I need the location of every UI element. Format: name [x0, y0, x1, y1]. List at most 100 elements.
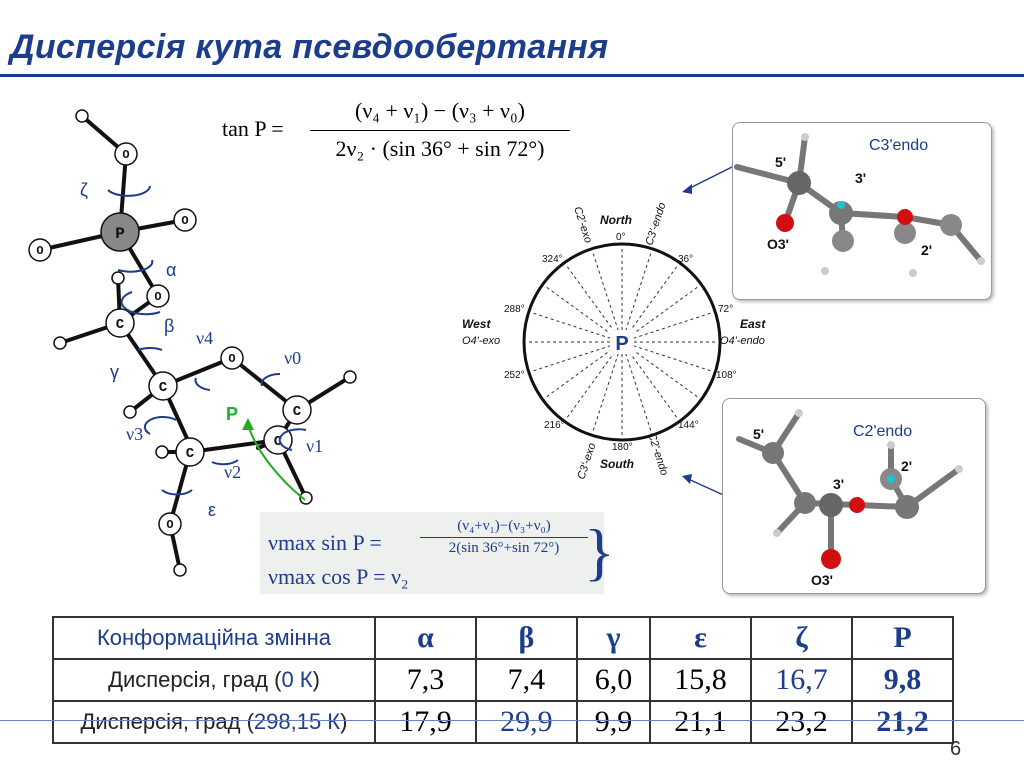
svg-text:3': 3' [833, 476, 844, 492]
wheel-spoke [621, 264, 679, 343]
svg-text:ζ: ζ [80, 180, 88, 200]
wheel-spoke [591, 341, 623, 434]
dispersion-table: Конформаційна змінна α β γ ε ζ P Дисперс… [52, 616, 955, 744]
formula-sin-line: νmax sin P = [268, 530, 382, 555]
cell-value: 21,1 [649, 700, 753, 744]
column-epsilon: ε [649, 616, 753, 660]
cell-value: 23,2 [750, 700, 853, 744]
svg-text:C: C [274, 434, 283, 450]
wheel-spoke [621, 341, 700, 399]
svg-text:ν2: ν2 [224, 462, 241, 482]
svg-text:252°: 252° [504, 370, 525, 381]
svg-text:144°: 144° [678, 420, 699, 431]
row-label-0k: Дисперсія, град (0 К) [52, 658, 376, 702]
wheel-spoke [565, 341, 623, 420]
row-label-298k: Дисперсія, град (298,15 К) [52, 700, 376, 744]
table-header-row: Конформаційна змінна α β γ ε ζ P [52, 616, 955, 660]
svg-text:ν3: ν3 [126, 424, 143, 444]
svg-text:α: α [166, 260, 176, 280]
column-p: P [850, 616, 955, 660]
svg-text:108°: 108° [716, 370, 737, 381]
formula-cos-line: νmax cos P = ν₂ [268, 564, 409, 589]
svg-text:0°: 0° [616, 232, 626, 243]
svg-text:C3'-exo: C3'-exo [575, 441, 598, 480]
cell-value: 17,9 [374, 700, 477, 744]
svg-text:180°: 180° [612, 442, 633, 453]
column-alpha: α [374, 616, 477, 660]
svg-text:C2'-endo: C2'-endo [645, 431, 670, 477]
formula-brace: } [584, 516, 615, 587]
svg-text:36°: 36° [678, 254, 693, 265]
table-row: Дисперсія, град (0 К) 7,3 7,4 6,0 15,8 1… [52, 658, 955, 702]
fraction-denominator: 2(sin 36°+sin 72°) [448, 540, 560, 556]
wheel-spoke [621, 311, 714, 343]
cell-value: 29,9 [474, 700, 578, 744]
wheel-spoke [544, 341, 623, 399]
svg-text:South: South [600, 457, 634, 471]
cell-value: 15,8 [649, 658, 753, 702]
formula-numerator: (ν₄ + ν₁) − (ν₃ + ν₀) [355, 98, 525, 123]
wheel-spoke [530, 341, 623, 373]
svg-text:ν0: ν0 [284, 348, 301, 368]
svg-text:3': 3' [855, 170, 866, 186]
column-beta: β [474, 616, 578, 660]
formula-denominator: 2ν₂ · (sin 36° + sin 72°) [335, 136, 545, 161]
cell-value: 6,0 [575, 658, 652, 702]
c2-endo-inset: C2'endo 5' 3' 2' O3' [722, 398, 986, 594]
svg-text:2': 2' [901, 458, 912, 474]
atom-p [100, 212, 140, 252]
nu-max-formula: νmax sin P = (ν₄+ν₁)−(ν₃+ν₀) 2(sin 36°+s… [260, 512, 604, 594]
svg-text:P: P [115, 225, 125, 243]
title-underline [0, 74, 1024, 77]
cell-value: 9,9 [575, 700, 652, 744]
svg-text:72°: 72° [718, 304, 733, 315]
svg-text:O: O [154, 290, 161, 304]
wheel-spoke [621, 341, 653, 434]
c3-endo-structure: 5' 3' 2' O3' [734, 133, 985, 277]
svg-text:216°: 216° [544, 420, 565, 431]
svg-text:O4'-endo: O4'-endo [720, 335, 765, 347]
wheel-spoke [621, 285, 700, 343]
formula-fraction-line [310, 130, 570, 131]
svg-text:γ: γ [110, 362, 119, 382]
c3-endo-inset: C3'endo 5' 3' 2' O3' [732, 122, 992, 300]
wheel-spoke [621, 341, 714, 373]
formula-lhs: tan P = [222, 116, 284, 141]
wheel-spoke [621, 250, 653, 343]
svg-text:5': 5' [753, 426, 764, 442]
svg-text:C: C [186, 446, 195, 462]
svg-text:C: C [293, 404, 302, 420]
slide-title: Дисперсія кута псевдообертання [10, 28, 609, 66]
svg-text:P: P [226, 404, 238, 424]
cell-value: 16,7 [750, 658, 853, 702]
svg-text:C: C [116, 317, 125, 333]
svg-text:O: O [122, 148, 129, 162]
wheel-spoke [530, 311, 623, 343]
table-header-label: Конформаційна змінна [52, 616, 376, 660]
c3-endo-label: C3'endo [869, 137, 929, 154]
table-row: Дисперсія, град (298,15 К) 17,9 29,9 9,9… [52, 700, 955, 744]
atom-o1 [114, 142, 138, 166]
formula-sin-fraction: (ν₄+ν₁)−(ν₃+ν₀) 2(sin 36°+sin 72°) [420, 518, 588, 557]
wheel-spoke [544, 285, 623, 343]
svg-text:O3': O3' [811, 572, 833, 588]
cell-value: 21,2 [850, 700, 955, 744]
c2-endo-structure: 5' 3' 2' O3' [736, 409, 963, 588]
svg-text:O: O [36, 244, 43, 258]
fraction-line [420, 537, 588, 538]
svg-text:C: C [159, 380, 168, 396]
cell-value: 7,3 [374, 658, 477, 702]
wheel-spoke [565, 264, 623, 343]
svg-text:5': 5' [775, 154, 786, 170]
pseudorotation-formula: tan P = (ν₄ + ν₁) − (ν₃ + ν₀) 2ν₂ · (sin… [218, 96, 574, 172]
svg-text:288°: 288° [504, 304, 525, 315]
svg-text:2': 2' [921, 242, 932, 258]
svg-text:β: β [164, 316, 174, 336]
footer-rule [0, 720, 1024, 721]
svg-text:North: North [600, 213, 632, 227]
page-number: 6 [950, 738, 962, 760]
column-zeta: ζ [750, 616, 853, 660]
svg-text:ν4: ν4 [196, 328, 213, 348]
svg-text:324°: 324° [542, 254, 563, 265]
svg-text:P: P [615, 333, 628, 355]
